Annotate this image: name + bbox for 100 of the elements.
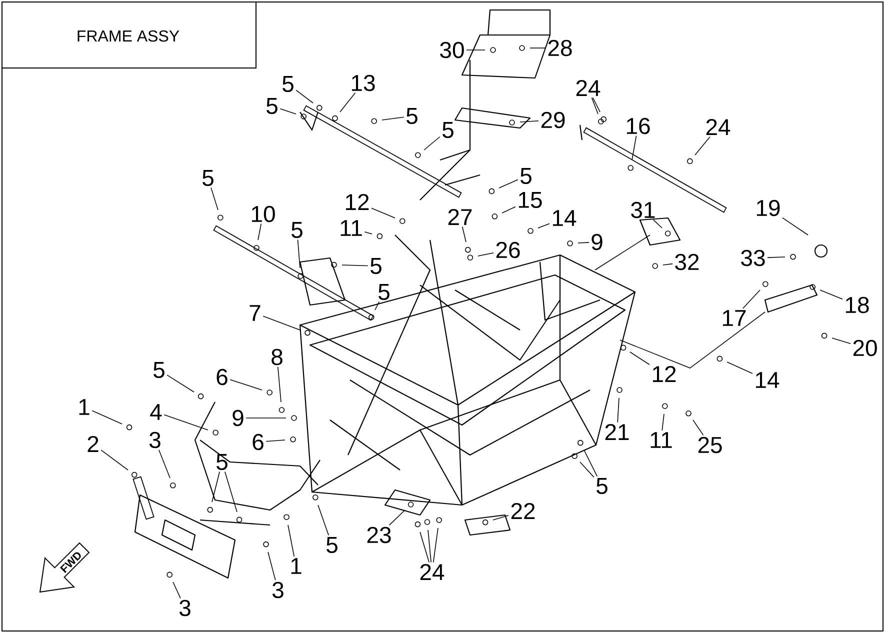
callout-number: 5 [216,454,228,470]
callout-number: 24 [706,118,730,136]
leader-line [224,471,238,512]
leader-line [92,410,122,424]
callout-number: 5 [378,284,390,300]
leader-line [432,528,438,563]
leader-line [258,223,262,240]
callout-number: 3 [180,600,190,616]
callout-number: 14 [552,210,576,226]
leader-line [767,256,786,258]
leader-line [164,414,208,430]
leader-line [498,179,518,188]
leader-line [492,514,509,520]
callout-number: 17 [722,310,746,326]
callout-number: 23 [367,526,391,544]
leader-line [318,504,329,536]
callout-number: 5 [370,258,382,274]
callout-number: 33 [741,250,765,266]
leader-line [277,366,282,402]
leader-line [726,362,753,374]
callout-number: 1 [291,558,302,574]
leader-line [297,239,300,268]
callout-number: 29 [541,112,565,128]
leader-line [288,524,295,557]
callout-number: 15 [518,192,542,208]
leader-line [424,136,440,150]
leader-line [782,217,808,236]
leader-line [584,450,598,477]
callout-number: 11 [650,432,672,448]
leader-line [694,136,710,156]
callout-number: 8 [272,348,282,366]
callout-number: 5 [154,362,164,378]
leader-line [653,219,662,228]
callout-number: 31 [631,202,655,218]
callout-number: 5 [596,478,608,494]
leader-line [632,135,637,160]
callout-number: 30 [440,42,464,58]
leader-line [742,290,760,309]
leader-line [210,187,218,210]
callout-number: 5 [202,170,214,186]
leader-line [478,252,494,256]
leader-line [592,97,600,112]
title-block: FRAME ASSY [2,2,256,68]
leader-line [578,242,590,244]
callout-number: 5 [326,536,338,554]
callout-number: 11 [340,220,362,236]
leader-line [617,398,620,423]
callout-number: 19 [756,200,780,216]
leader-line [364,232,372,234]
callout-number: 6 [216,368,228,386]
leader-line [212,471,220,502]
callout-number: 5 [406,108,418,124]
leader-line [172,582,181,599]
leader-line [832,338,851,344]
callout-number: 12 [346,194,369,210]
callout-number: 5 [266,98,278,114]
callout-number: 2 [88,436,98,452]
leader-line [662,414,664,431]
callout-number: 26 [496,242,520,258]
callout-number: 5 [282,76,294,92]
callout-number: 27 [448,208,472,226]
callout-number: 16 [626,118,650,134]
callout-number: 3 [150,432,160,448]
leader-line [100,450,128,470]
callout-number: 1 [79,399,90,415]
callout-number: 6 [252,434,264,450]
callout-number: 18 [846,296,869,314]
callout-number: 4 [150,404,162,420]
callout-number: 5 [292,222,302,238]
leader-line [520,120,539,122]
leader-line [630,352,650,366]
leader-line [420,532,430,563]
leader-line [230,379,262,390]
leader-line [296,90,314,104]
leader-line [662,263,673,266]
callout-number: 24 [420,564,444,580]
leader-line [266,440,286,442]
leader-line [580,462,594,478]
callout-number: 24 [576,80,600,96]
leader-line [382,116,404,120]
callout-number: 22 [511,502,535,520]
callout-number: 3 [272,582,284,598]
leader-line [166,374,194,392]
callout-number: 25 [698,436,722,454]
callout-number: 14 [756,372,780,388]
leader-line [374,301,380,310]
callout-number: 9 [592,234,602,250]
callout-number: 20 [853,340,877,356]
leader-line [262,316,300,330]
leader-line [342,264,368,266]
callout-number: 5 [520,168,532,184]
callout-number: 9 [232,410,244,426]
leader-line [538,223,550,228]
leader-line [388,510,406,526]
leader-line [268,552,276,581]
callout-number: 21 [605,424,629,440]
callout-number: 5 [442,122,454,138]
leader-line [820,290,843,300]
callout-number: 7 [250,305,260,321]
callout-number: 28 [548,40,572,56]
